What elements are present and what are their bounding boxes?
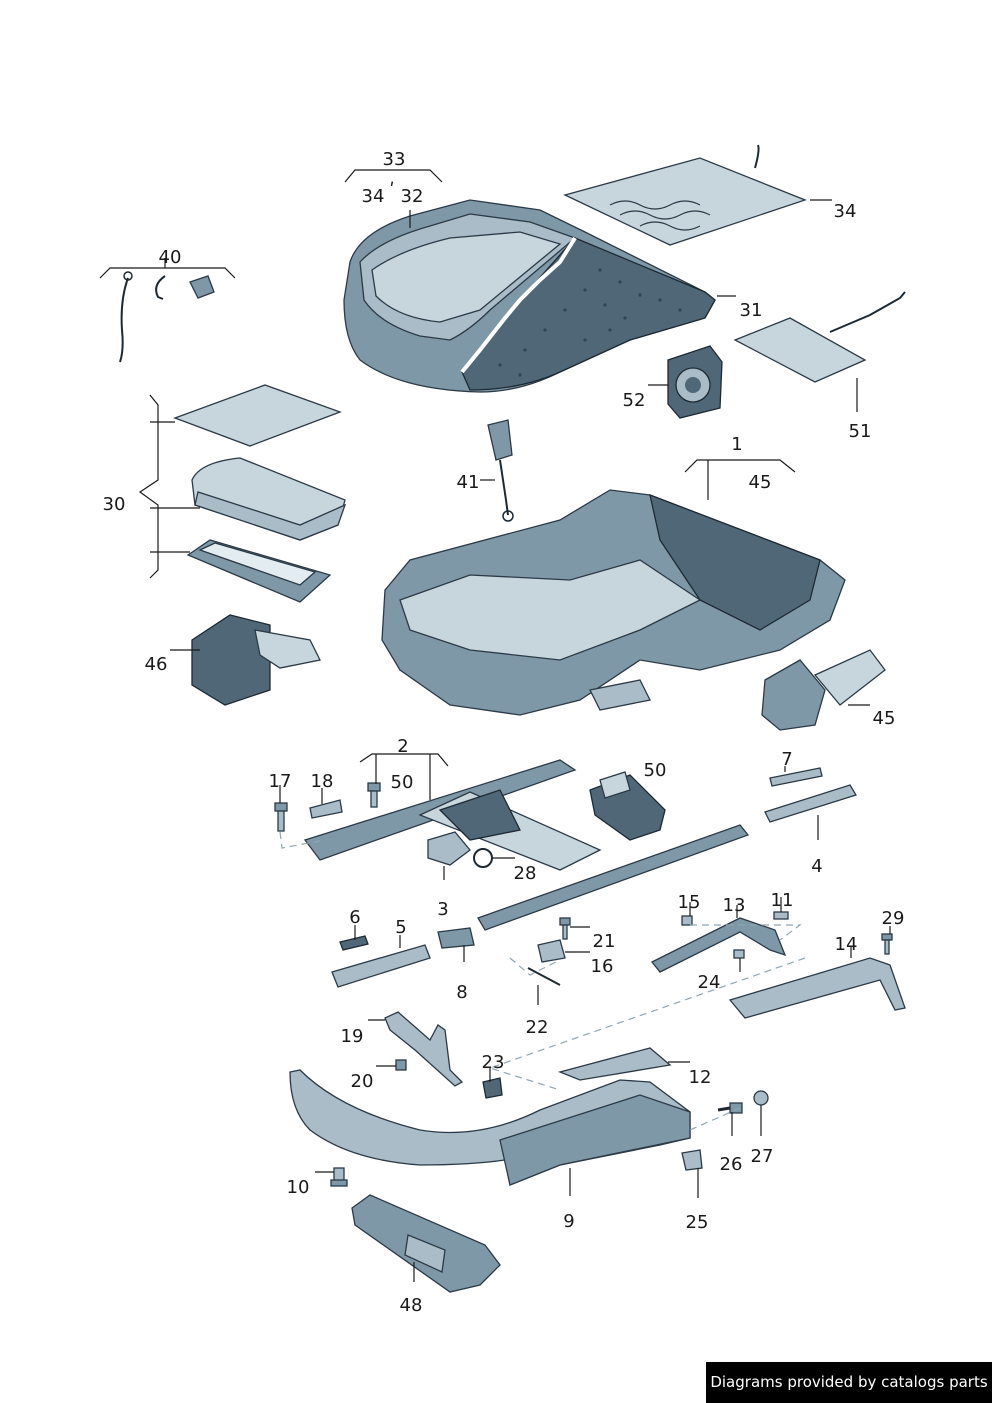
- callout-23: 23: [482, 1052, 505, 1073]
- watermark-banner: Diagrams provided by catalogs parts: [706, 1362, 992, 1403]
- seat-motor-left-part: [191, 614, 321, 706]
- seat-switch-part: [351, 1194, 501, 1293]
- callout-9: 9: [563, 1211, 574, 1232]
- callout-28: 28: [514, 863, 537, 884]
- callout-46: 46: [145, 654, 168, 675]
- callout-1: 1: [731, 434, 742, 455]
- bolt-50-part: [367, 782, 381, 808]
- callout-10: 10: [287, 1177, 310, 1198]
- callout-11: 11: [771, 890, 794, 911]
- cover-plate-part: [427, 831, 471, 866]
- bolt-24-part: [733, 949, 745, 959]
- seat-motor-right-part: [761, 649, 886, 731]
- seat-rail-assembly-part: [303, 759, 750, 931]
- callout-41: 41: [457, 472, 480, 493]
- callout-50-rail: 50: [391, 772, 414, 793]
- callout-25: 25: [686, 1212, 709, 1233]
- callout-13: 13: [723, 895, 746, 916]
- callout-19: 19: [341, 1026, 364, 1047]
- callout-27: 27: [751, 1146, 774, 1167]
- dashed-reference-lines: [279, 831, 806, 1131]
- callout-12: 12: [689, 1067, 712, 1088]
- cover-5-part: [331, 944, 431, 988]
- callout-29: 29: [882, 908, 905, 929]
- screw-29-part: [881, 933, 893, 955]
- callout-50-motor: 50: [644, 760, 667, 781]
- callout-7: 7: [781, 749, 792, 770]
- trim-14-part: [728, 957, 906, 1019]
- holder-16-part: [537, 939, 566, 963]
- callout-51: 51: [849, 421, 872, 442]
- screw-11-part: [773, 911, 789, 920]
- trim-strip-4-part: [764, 784, 857, 823]
- trim-strip-7-part: [769, 767, 823, 787]
- sleeve-18-part: [309, 799, 343, 819]
- callout-40: 40: [159, 247, 182, 268]
- stud-15-part: [681, 915, 693, 926]
- callout-31: 31: [740, 300, 763, 321]
- screw-26-part: [717, 1102, 743, 1114]
- seat-heating-mat-part: [563, 144, 807, 246]
- callout-21: 21: [593, 931, 616, 952]
- callout-32: 32: [401, 186, 424, 207]
- belt-buckle-part: [487, 419, 514, 522]
- cable-clip-set-part: [119, 271, 215, 363]
- callout-15: 15: [678, 892, 701, 913]
- callout-18: 18: [311, 771, 334, 792]
- bracket-19-part: [384, 1011, 464, 1087]
- side-trim-panel-part: [289, 1069, 691, 1186]
- clip-6-part: [339, 935, 369, 951]
- pin-10-part: [330, 1167, 348, 1187]
- heating-element-part: [733, 291, 906, 383]
- callout-30: 30: [103, 494, 126, 515]
- strip-12-part: [557, 1047, 672, 1081]
- callout-14: 14: [835, 934, 858, 955]
- bolt-17-part: [274, 802, 288, 832]
- callout-2: 2: [397, 736, 408, 757]
- callout-17: 17: [269, 771, 292, 792]
- callout-45-motor: 45: [873, 708, 896, 729]
- callout-22: 22: [526, 1017, 549, 1038]
- callout-16: 16: [591, 956, 614, 977]
- callout-4: 4: [811, 856, 822, 877]
- callout-3: 3: [437, 899, 448, 920]
- callout-33: 33: [383, 149, 406, 170]
- tie-22-part: [527, 967, 561, 986]
- callout-24: 24: [698, 972, 721, 993]
- prime-mark: ʹ: [389, 180, 394, 201]
- callout-34-top-left: 34: [362, 186, 385, 207]
- callout-20: 20: [351, 1071, 374, 1092]
- rail-motor-part: [589, 771, 666, 841]
- callout-52: 52: [623, 390, 646, 411]
- callout-6: 6: [349, 907, 360, 928]
- callout-26: 26: [720, 1154, 743, 1175]
- watermark-text: Diagrams provided by catalogs parts: [710, 1373, 988, 1391]
- callout-48: 48: [400, 1295, 423, 1316]
- bracket-8-part: [437, 927, 475, 949]
- seat-frame-part: [381, 489, 846, 716]
- cushion-pad-stack-part: [173, 384, 347, 603]
- callout-34-right: 34: [834, 201, 857, 222]
- callout-labels: 33 34 ʹ 32 34 40 31 52 51 1 45 41 30 46 …: [103, 149, 905, 1316]
- callout-45-top: 45: [749, 472, 772, 493]
- callout-8: 8: [456, 982, 467, 1003]
- screw-21-part: [559, 917, 571, 940]
- screw-20-part: [395, 1059, 407, 1071]
- cap-27-part: [753, 1090, 769, 1106]
- nut-25-part: [681, 1149, 703, 1171]
- ventilation-fan-part: [667, 345, 723, 419]
- callout-5: 5: [395, 917, 406, 938]
- bracket-13-part: [650, 917, 787, 973]
- seat-cushion-part: [343, 199, 716, 393]
- clamp-part: [473, 848, 493, 868]
- clip-23-part: [482, 1077, 503, 1099]
- leader-lines: [99, 169, 891, 1282]
